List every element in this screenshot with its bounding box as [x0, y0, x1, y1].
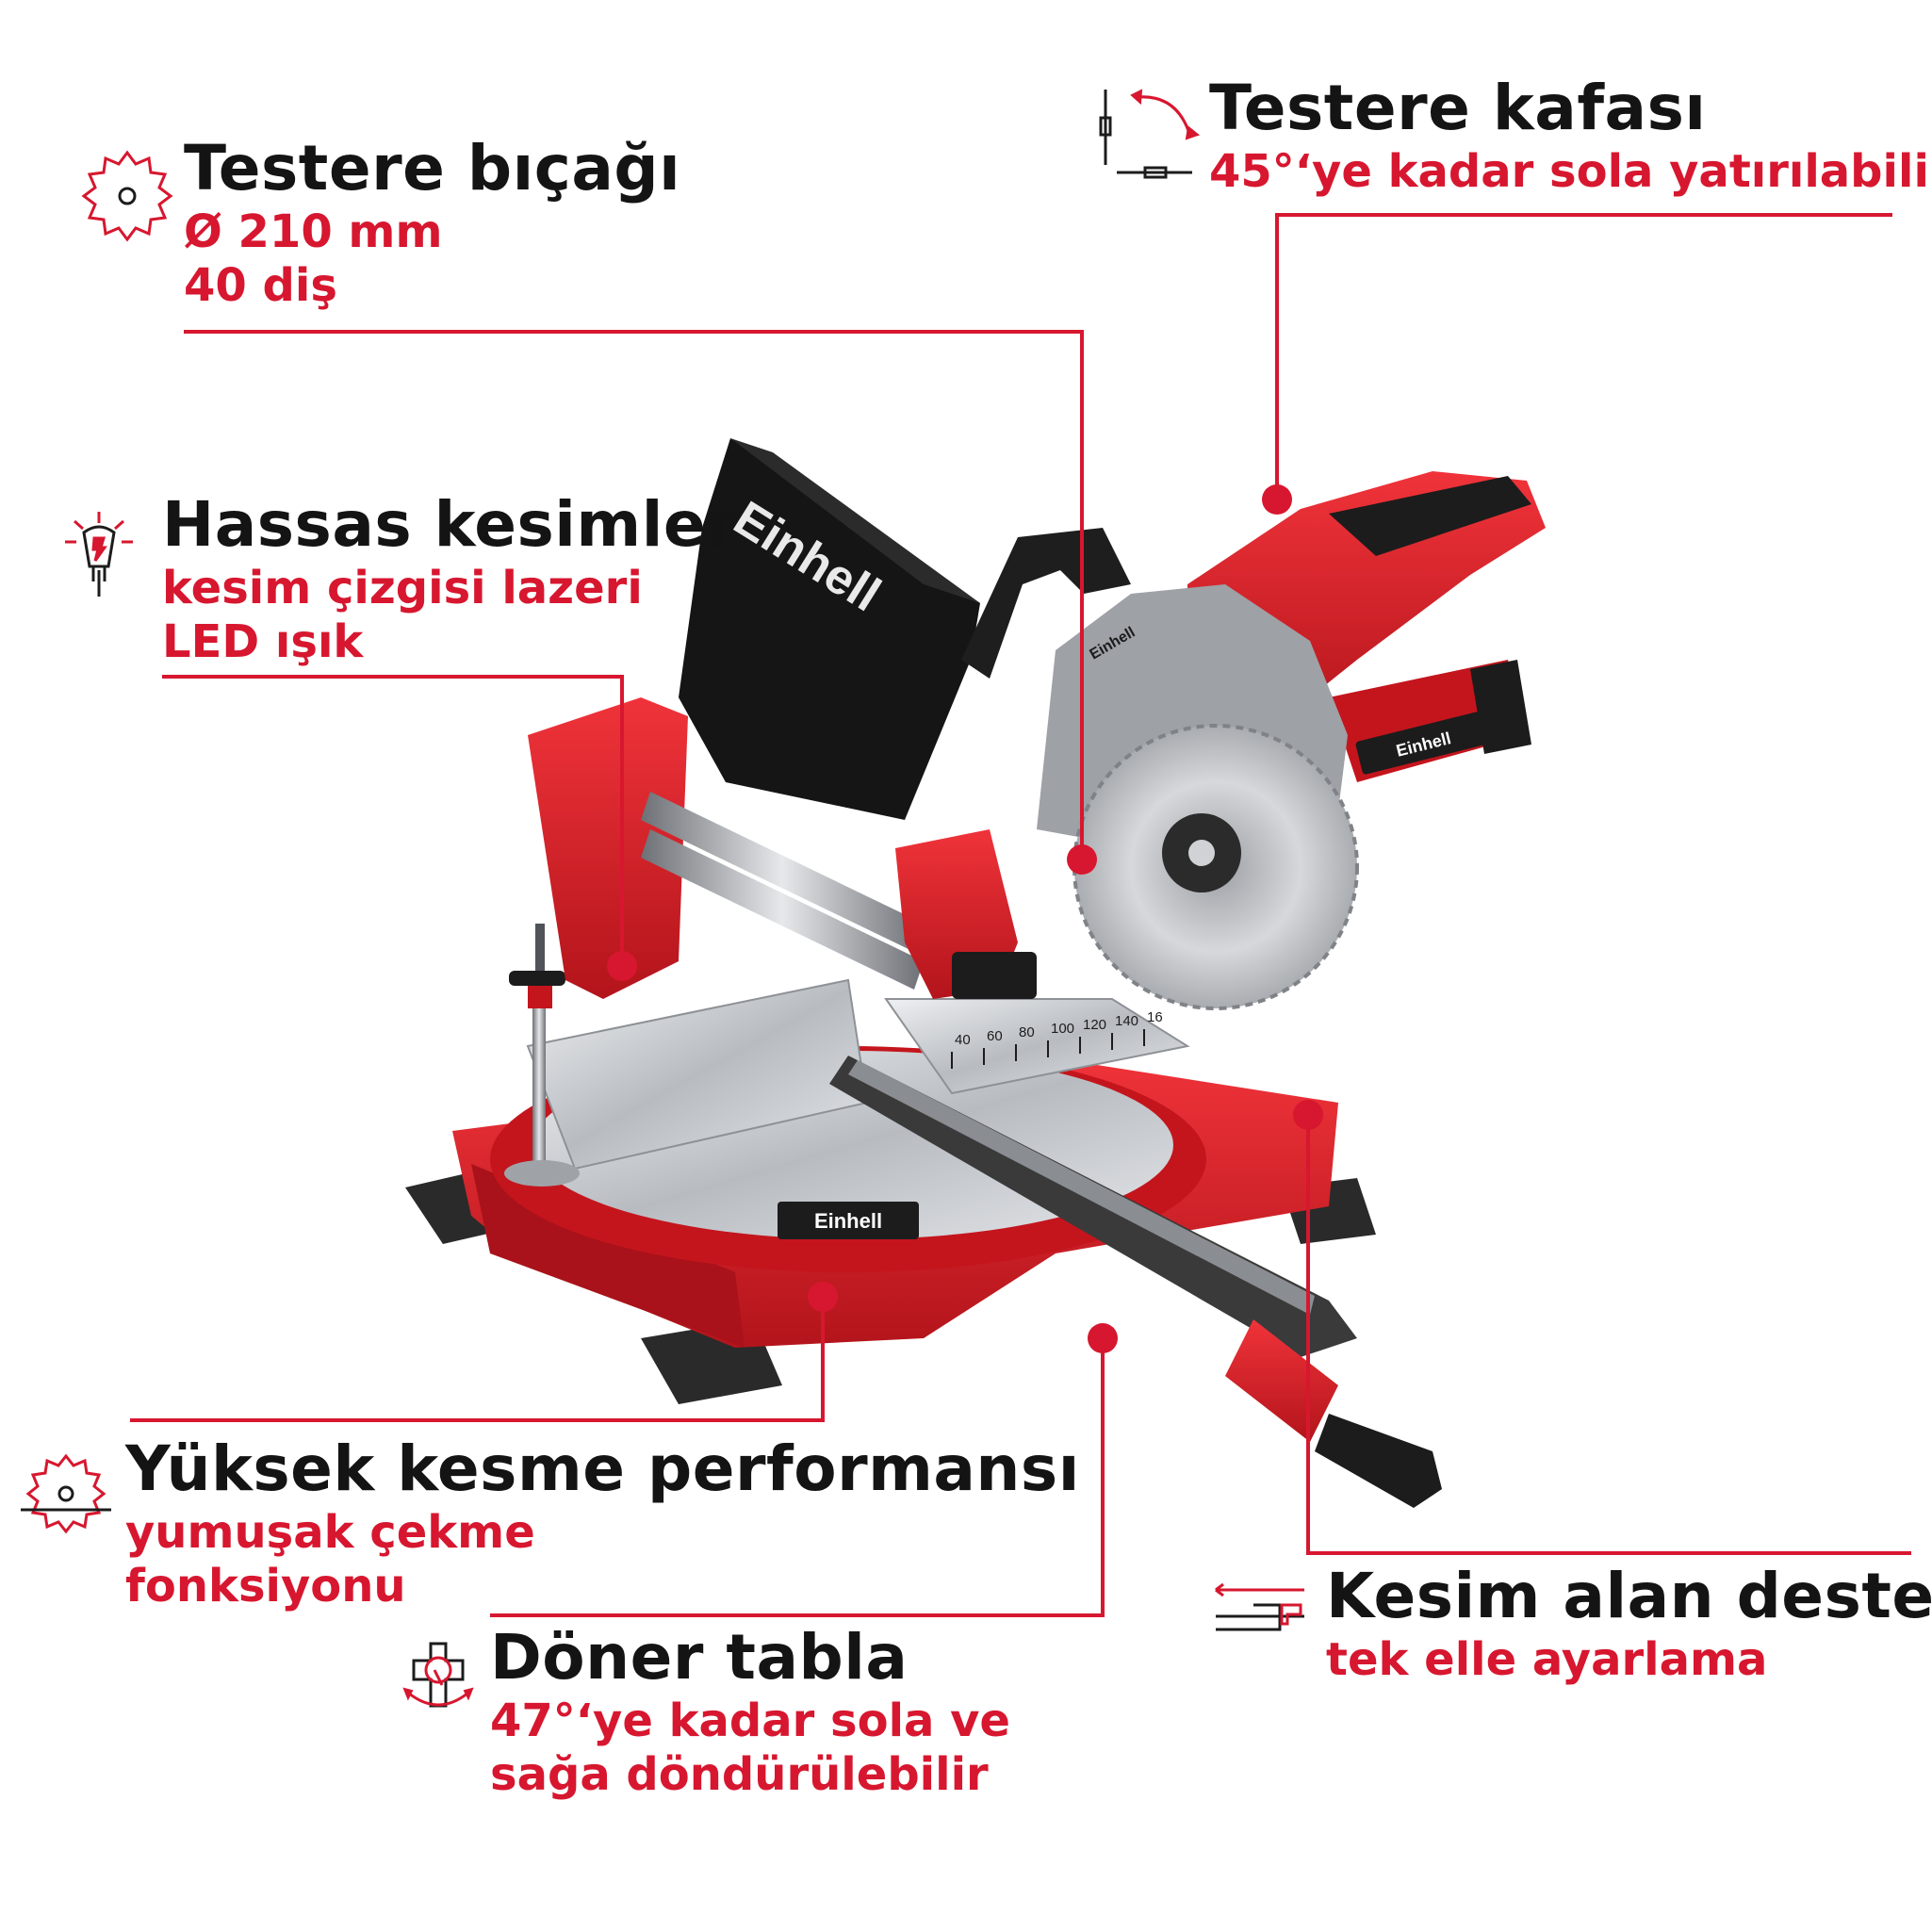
precision-line-2: LED ışık: [162, 614, 364, 668]
dust-bag: Einhell: [679, 438, 980, 820]
performance-line-1: yumuşak çekme: [125, 1505, 535, 1559]
dot-head: [1262, 484, 1292, 515]
leader-head: [1275, 213, 1892, 497]
dot-performance: [808, 1282, 838, 1312]
blade-title: Testere bıçağı: [184, 132, 681, 205]
scale-tick-label: 40: [955, 1032, 971, 1048]
scale-tick-label: 100: [1051, 1021, 1074, 1037]
leader-blade: [184, 330, 1084, 858]
precision-title: Hassas kesimler: [162, 488, 738, 561]
saw-blade-icon: [81, 150, 173, 242]
scale-tick-label: 120: [1083, 1017, 1106, 1033]
blade-line-1: Ø 210 mm: [184, 205, 443, 258]
blade-line-2: 40 diş: [184, 258, 337, 312]
slide-rails: [528, 697, 924, 999]
leader-lines: [130, 213, 1911, 1617]
angle-scale: 40 60 80 100 120 140 16: [951, 1009, 1163, 1069]
dot-support: [1293, 1100, 1323, 1130]
support-line-1: tek elle ayarlama: [1326, 1632, 1768, 1686]
leader-table: [490, 1338, 1105, 1617]
saw-base: Einhell X - TEND: [405, 978, 1442, 1508]
rotating-table-icon: [402, 1642, 474, 1708]
extension-support-icon: [1215, 1582, 1304, 1631]
callout-blade: Testere bıçağı Ø 210 mm 40 diş: [184, 132, 680, 312]
callout-head: Testere kafası 45°‘ye kadar sola yatırıl…: [1209, 72, 1932, 199]
performance-line-2: fonksiyonu: [125, 1559, 406, 1613]
table-line-2: sağa döndürülebilir: [490, 1747, 989, 1801]
saw-head-tilt-icon: [1099, 89, 1201, 179]
saw-head: Einhell Einhell: [895, 471, 1546, 1010]
callout-table: Döner tabla 47°‘ye kadar sola ve sağa dö…: [490, 1621, 1010, 1801]
dot-blade: [1067, 844, 1097, 875]
leader-precision: [162, 675, 624, 966]
dot-table: [1088, 1323, 1118, 1353]
table-title: Döner tabla: [490, 1621, 909, 1694]
head-title: Testere kafası: [1209, 72, 1707, 144]
scale-tick-label: 140: [1115, 1013, 1138, 1029]
dot-precision: [607, 951, 637, 981]
scale-tick-label: 16: [1147, 1009, 1163, 1025]
table-line-1: 47°‘ye kadar sola ve: [490, 1694, 1010, 1747]
base-logo: Einhell: [814, 1209, 882, 1233]
scale-tick-label: 60: [987, 1028, 1003, 1044]
callout-support: Kesim alan desteği tek elle ayarlama: [1326, 1560, 1932, 1687]
precision-line-1: kesim çizgisi lazeri: [162, 561, 643, 614]
leader-support: [1306, 1115, 1911, 1555]
callout-performance: Yüksek kesme performansı yumuşak çekme f…: [125, 1433, 1080, 1613]
callout-precision: Hassas kesimler kesim çizgisi lazeri LED…: [162, 488, 737, 668]
laser-light-icon: [65, 512, 133, 597]
performance-title: Yüksek kesme performansı: [125, 1433, 1080, 1505]
material-clamp: [504, 924, 580, 1187]
leader-dots: [607, 484, 1323, 1353]
support-title: Kesim alan desteği: [1326, 1560, 1932, 1632]
leader-performance: [130, 1297, 825, 1422]
head-line-1: 45°‘ye kadar sola yatırılabilir: [1209, 144, 1932, 198]
blade-slide-icon: [21, 1453, 111, 1534]
rail-label: X - TEND: [1236, 1072, 1308, 1090]
scale-tick-label: 80: [1019, 1024, 1035, 1040]
